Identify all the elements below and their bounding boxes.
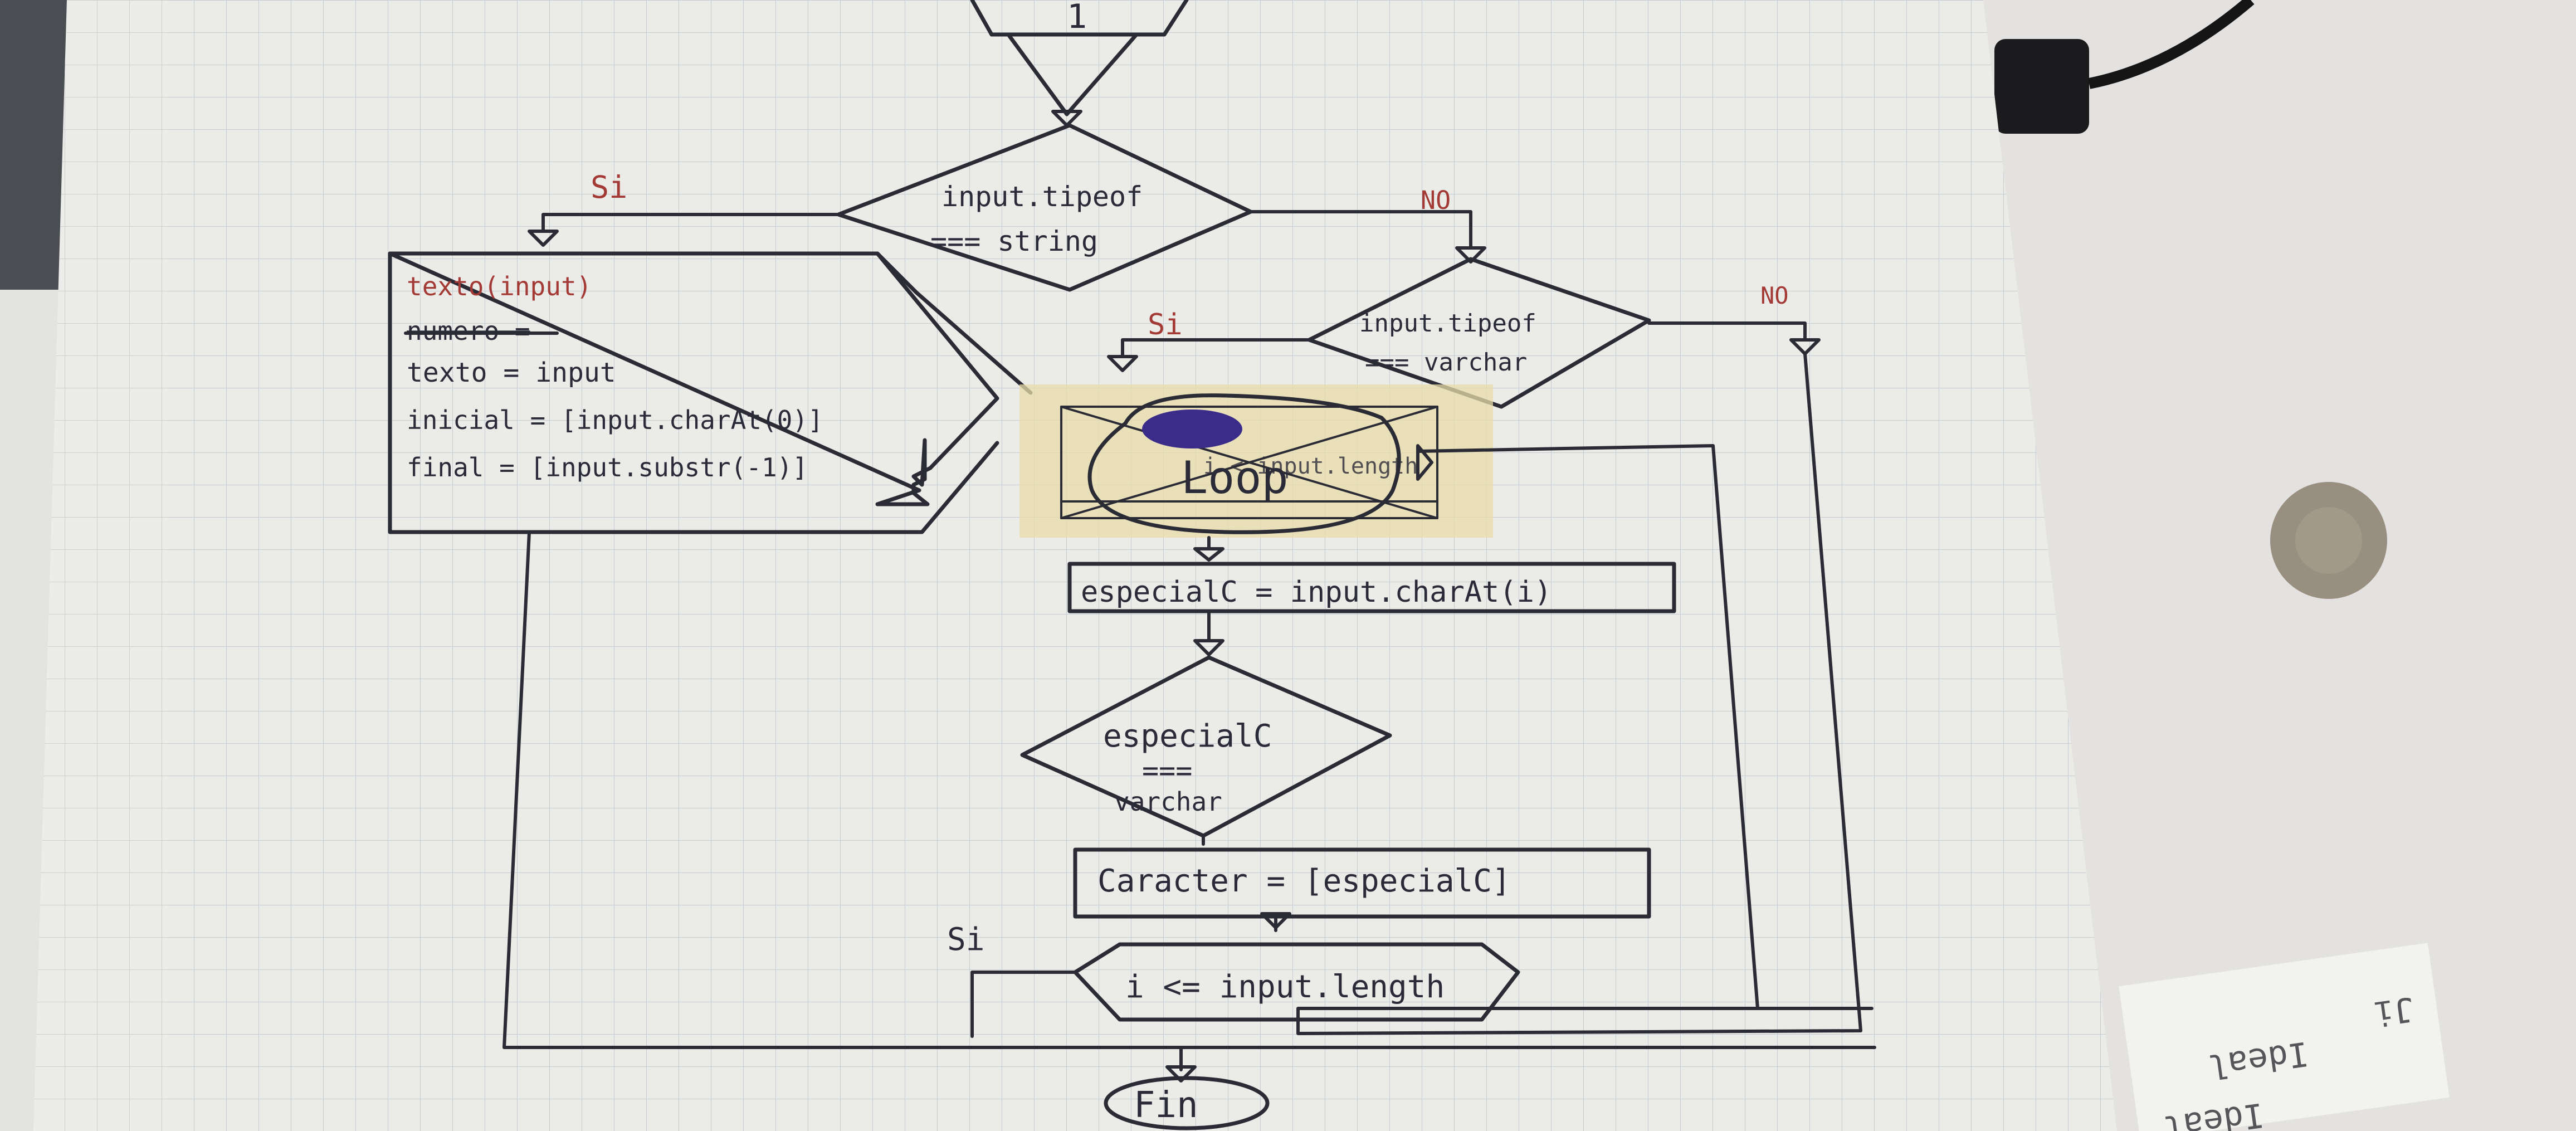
tape-scraps: Ideal Ideal Ji <box>2119 943 2450 1131</box>
terminator-end: Fin <box>1104 1076 1270 1130</box>
decision-1-yes-label: Si <box>591 169 627 205</box>
loop-scribbled-text: i < input.length <box>1203 454 1418 479</box>
loop-label: Loop <box>1181 452 1289 504</box>
flowchart: 1 input.tipeof === string Si NO texto(in… <box>388 0 1876 1130</box>
decision-input-varchar: input.tipeof === varchar <box>1307 257 1651 409</box>
decision-3-line3: varchar <box>1114 787 1222 817</box>
process-texto-line1: texto(input) <box>407 271 592 301</box>
process-caracter: Caracter = [especialC] <box>1073 847 1651 919</box>
tape-text-3: Ji <box>2371 989 2416 1033</box>
start-connector-label: 1 <box>1067 0 1087 36</box>
decision-1-no-label: NO <box>1421 186 1451 215</box>
decision-3-line1: especialC <box>1103 718 1272 754</box>
decision-2-yes-label: Si <box>1148 308 1183 342</box>
process-texto: texto(input) numero = texto = input inic… <box>388 251 1033 534</box>
terminator-end-label: Fin <box>1134 1085 1198 1126</box>
decision-4-yes-label: Si <box>947 922 984 958</box>
process-texto-line4: inicial = [input.charAt(0)] <box>407 405 823 435</box>
loop-block: i < input.length Loop <box>1019 384 1493 538</box>
process-texto-line2: numero = <box>407 316 530 346</box>
decision-2-line2: === varchar <box>1365 348 1527 377</box>
usb-cable <box>1994 0 2255 134</box>
decision-4-line1: i <= input.length <box>1125 969 1445 1005</box>
decision-1-line1: input.tipeof <box>941 181 1143 213</box>
process-especial: especialC = input.charAt(i) <box>1067 562 1676 613</box>
start-connector: 1 <box>970 0 1189 127</box>
process-texto-line5: final = [input.substr(-1)] <box>407 452 808 482</box>
process-texto-line3: texto = input <box>407 357 616 388</box>
decision-especial-varchar: especialC === varchar <box>1020 655 1392 838</box>
decision-2-no-label: NO <box>1760 282 1789 309</box>
decision-input-string: input.tipeof === string <box>836 123 1253 292</box>
decision-1-line2: === string <box>930 225 1098 257</box>
process-caracter-line1: Caracter = [especialC] <box>1097 863 1511 899</box>
decision-loop-condition: i <= input.length <box>1073 942 1520 1022</box>
decision-3-line2: === <box>1142 754 1192 787</box>
decision-2-line1: input.tipeof <box>1359 309 1536 338</box>
process-especial-line1: especialC = input.charAt(i) <box>1081 576 1552 609</box>
loop-scribble <box>1142 410 1242 448</box>
